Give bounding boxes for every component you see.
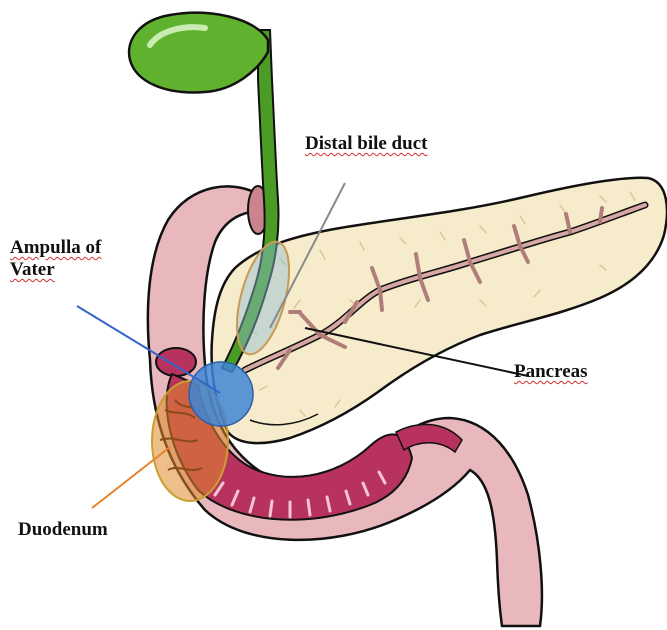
distal-bile-duct-text: Distal bile duct [305,133,427,154]
duodenum-upper-lumen [156,348,196,376]
pancreas-label: Pancreas [514,361,588,383]
ampulla-label-line2: Vater [10,259,55,280]
duodenum-text: Duodenum [18,519,108,540]
ampulla-label-line1: Ampulla of [10,237,101,258]
pancreas-text: Pancreas [514,361,588,382]
distal-bile-duct-label: Distal bile duct [305,133,427,155]
ampulla-of-vater-label: Ampulla of Vater [10,237,101,281]
duodenum-pointer [92,447,170,508]
ampulla-of-vater-highlight [189,362,253,426]
duodenum-label: Duodenum [18,519,108,541]
